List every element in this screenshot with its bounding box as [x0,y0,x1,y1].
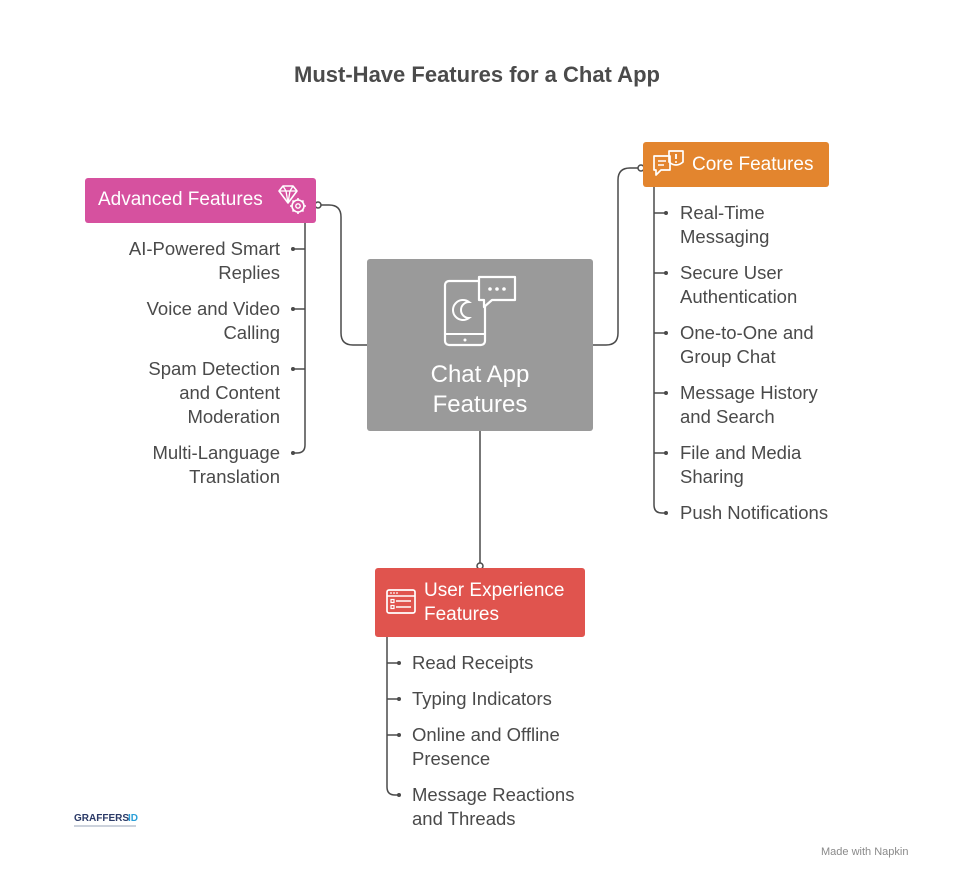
ux-item: Online and Offline Presence [412,724,560,769]
chat-app-features-label: Chat App Features [367,360,593,420]
chat-phone-icon [442,274,518,355]
advanced-item: Spam Detection and Content Moderation [148,358,280,427]
core-item: One-to-One and Group Chat [680,322,814,367]
ux-features-node: User Experience Features [375,568,585,637]
core-item: Message History and Search [680,382,818,427]
core-spine [653,187,666,514]
connector-center-core [593,167,641,346]
ux-item: Typing Indicators [412,688,552,709]
chat-app-features-node: Chat App Features [367,259,593,431]
core-features-node: Core Features [643,142,829,187]
gem-gear-icon [275,184,309,222]
core-item: Secure User Authentication [680,262,798,307]
made-with-napkin: Made with Napkin [821,846,909,858]
ux-item: Read Receipts [412,652,534,673]
chat-app-features-label-line2: Features [432,391,528,418]
ux-features-label: User Experience Features [424,579,584,627]
advanced-features-node: Advanced Features [85,178,316,223]
message-alert-icon [652,148,686,186]
core-features-label: Core Features [692,154,814,175]
svg-text:GRAFFERS: GRAFFERS [74,813,129,824]
core-item: Push Notifications [680,502,829,523]
browser-list-icon [385,588,417,622]
advanced-item: Voice and Video Calling [146,298,280,343]
diagram-title: Must-Have Features for a Chat App [294,62,660,87]
advanced-spine [293,223,306,454]
core-item: Real-Time Messaging [680,202,770,247]
svg-text:ID: ID [128,813,138,824]
connector-center-advanced [318,204,367,346]
ux-features-label-line1: User Experience [424,580,565,601]
chat-app-features-label-line1: Chat App [430,361,530,388]
advanced-item: AI-Powered Smart Replies [128,238,280,283]
ux-spine [386,637,399,796]
graffersid-logo: GRAFFERS ID [74,810,146,835]
ux-item: Message Reactions and Threads [412,784,575,829]
ux-features-label-line2: Features [424,604,499,625]
advanced-item: Multi-Language Translation [152,442,280,487]
advanced-features-label: Advanced Features [98,189,263,210]
core-item: File and Media Sharing [680,442,802,487]
